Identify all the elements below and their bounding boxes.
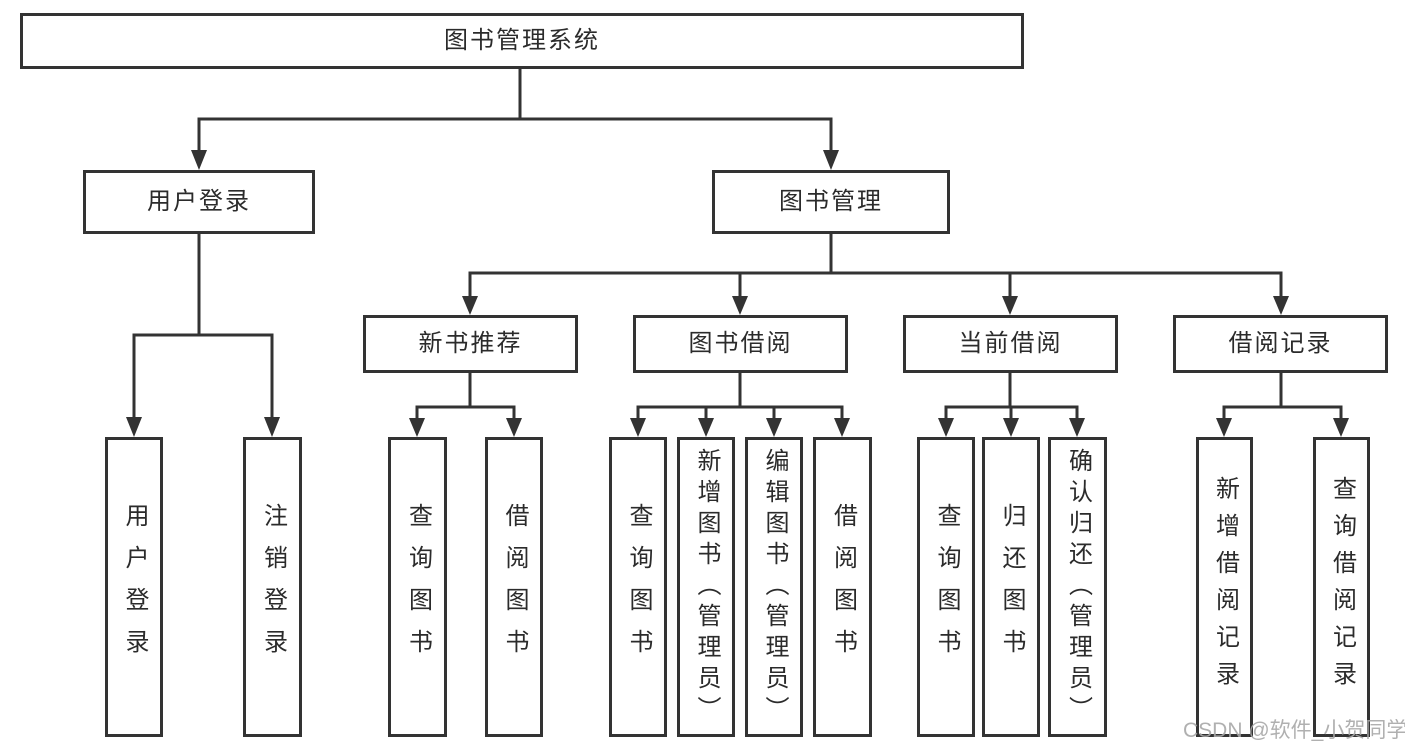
leaf-return-books-label: 归还图书 <box>998 503 1025 671</box>
leaf-borrow-books-1: 借阅图书 <box>485 437 543 737</box>
leaf-query-books-2: 查询图书 <box>609 437 667 737</box>
leaf-edit-book-admin: 编辑图书（管理员） <box>745 437 803 737</box>
leaf-query-borrow-record: 查询借阅记录 <box>1313 437 1370 737</box>
leaf-query-books-3-label: 查询图书 <box>933 503 960 671</box>
leaf-borrow-books-2: 借阅图书 <box>813 437 872 737</box>
leaf-query-books-3: 查询图书 <box>917 437 975 737</box>
leaf-logout-label: 注销登录 <box>259 503 287 671</box>
node-borrowing-records: 借阅记录 <box>1173 315 1388 373</box>
leaf-query-borrow-record-label: 查询借阅记录 <box>1328 476 1356 698</box>
leaf-confirm-return-admin-label: 确认归还（管理员） <box>1064 447 1092 727</box>
leaf-add-borrow-record-label: 新增借阅记录 <box>1211 476 1239 698</box>
leaf-user-login: 用户登录 <box>105 437 163 737</box>
leaf-logout: 注销登录 <box>243 437 302 737</box>
leaf-add-book-admin-label: 新增图书（管理员） <box>693 447 720 727</box>
node-new-book-recommendation: 新书推荐 <box>363 315 578 373</box>
leaf-edit-book-admin-label: 编辑图书（管理员） <box>761 447 788 727</box>
leaf-borrow-books-2-label: 借阅图书 <box>829 503 857 671</box>
leaf-add-borrow-record: 新增借阅记录 <box>1196 437 1253 737</box>
leaf-return-books: 归还图书 <box>982 437 1040 737</box>
leaf-user-login-label: 用户登录 <box>121 503 148 671</box>
node-library-management-system: 图书管理系统 <box>20 13 1024 69</box>
csdn-watermark: CSDN @软件_小贺同学 <box>1183 719 1405 742</box>
leaf-query-books-1-label: 查询图书 <box>404 503 432 671</box>
leaf-borrow-books-1-label: 借阅图书 <box>501 503 528 671</box>
leaf-confirm-return-admin: 确认归还（管理员） <box>1048 437 1107 737</box>
leaf-query-books-2-label: 查询图书 <box>625 503 652 671</box>
node-book-borrowing: 图书借阅 <box>633 315 848 373</box>
node-current-borrowing: 当前借阅 <box>903 315 1118 373</box>
leaf-query-books-1: 查询图书 <box>388 437 447 737</box>
node-user-login: 用户登录 <box>83 170 315 234</box>
node-book-management: 图书管理 <box>712 170 950 234</box>
leaf-add-book-admin: 新增图书（管理员） <box>677 437 735 737</box>
